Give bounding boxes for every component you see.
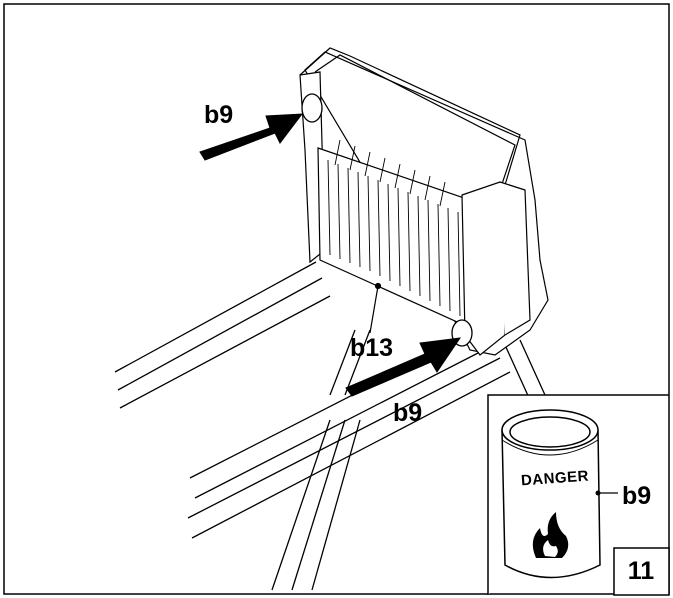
callout-b13: b13 <box>350 334 394 362</box>
figure-number: 11 <box>627 556 655 585</box>
figure-number-box <box>613 547 670 596</box>
grommets <box>301 93 473 347</box>
push-arrow-icon <box>345 337 462 397</box>
push-arrow-icon <box>199 113 304 161</box>
flame-icon <box>532 512 569 558</box>
grommet-top <box>301 93 323 123</box>
danger-can <box>501 409 601 579</box>
figure-frame <box>3 3 670 595</box>
radiator-fins <box>327 139 461 317</box>
inset-panel <box>487 394 670 596</box>
b13-leader <box>369 282 382 334</box>
radiator-core <box>299 47 549 356</box>
callout-b9-top: b9 <box>204 101 234 129</box>
callout-b9-bottom: b9 <box>393 399 423 427</box>
callout-b9-inset: b9 <box>622 482 652 510</box>
